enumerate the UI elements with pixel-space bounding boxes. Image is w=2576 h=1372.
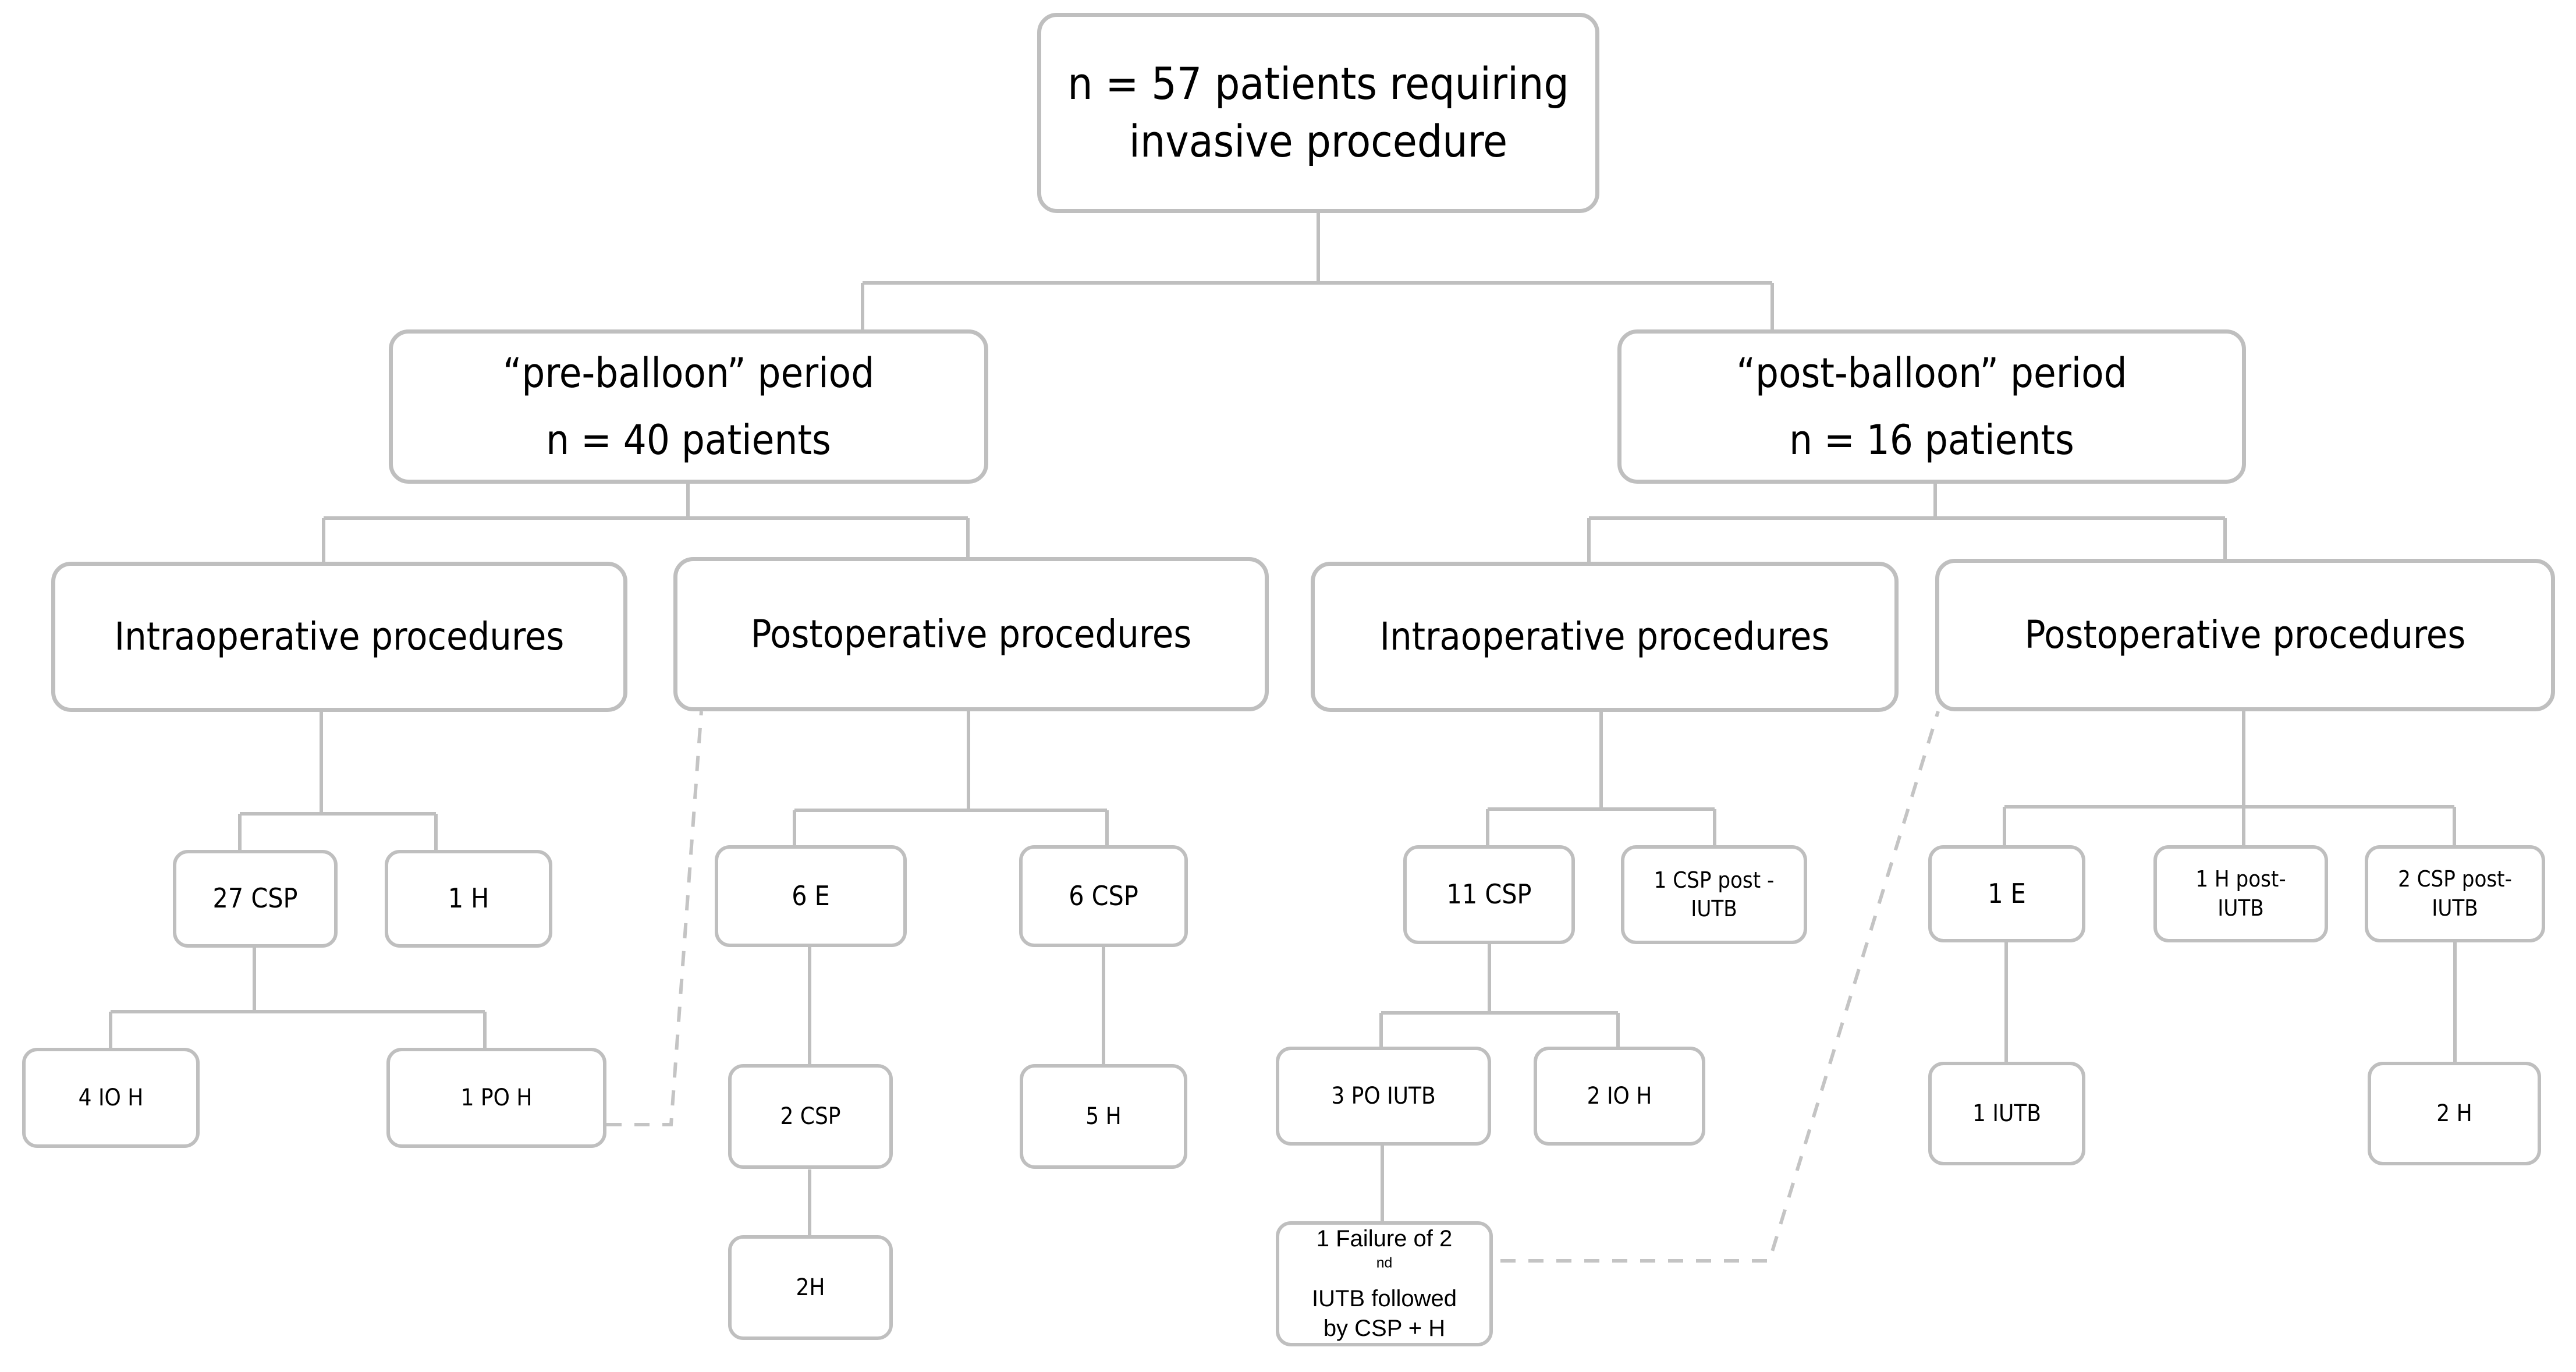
node-11-csp-label: 11 CSP — [1446, 878, 1532, 910]
node-post-balloon-count: n = 16 patients — [1789, 416, 2074, 464]
dashed-edge-failure-to-post-postoperative — [1500, 711, 1940, 1263]
node-11-csp[interactable]: 11 CSP — [1403, 845, 1575, 944]
node-27-csp[interactable]: 27 CSP — [173, 850, 338, 948]
node-2-csp-post-iutb[interactable]: 2 CSP post- IUTB — [2365, 845, 2545, 942]
node-pre-balloon-period[interactable]: “pre-balloon” period n = 40 patients — [389, 329, 988, 484]
node-2-csp-post-iutb-line2: IUTB — [2432, 895, 2478, 921]
edge-27csp-children — [109, 948, 487, 1048]
node-2-csp[interactable]: 2 CSP — [728, 1064, 893, 1169]
node-root-label: n = 57 patients requiring invasive proce… — [1067, 58, 1569, 167]
edge-root-to-periods — [861, 212, 1774, 332]
node-6-e[interactable]: 6 E — [715, 845, 907, 947]
node-1-iutb[interactable]: 1 IUTB — [1928, 1062, 2085, 1165]
node-post-intraoperative-label: Intraoperative procedures — [1379, 614, 1830, 660]
node-1-csp-post-iutb-line2: IUTB — [1691, 896, 1737, 921]
node-1-csp-post-iutb[interactable]: 1 CSP post - IUTB — [1621, 845, 1807, 944]
node-2-io-h[interactable]: 2 IO H — [1534, 1047, 1705, 1146]
node-2-h-bottom[interactable]: 2 H — [2368, 1062, 2541, 1165]
node-pre-balloon-count: n = 40 patients — [546, 416, 831, 464]
node-1-h-post-iutb-line2: IUTB — [2217, 895, 2264, 921]
node-1-h-post-iutb-line1: 1 H post- — [2195, 866, 2286, 892]
node-1-h[interactable]: 1 H — [385, 850, 552, 948]
node-6-csp[interactable]: 6 CSP — [1019, 845, 1188, 947]
node-post-postoperative-procedures[interactable]: Postoperative procedures — [1935, 559, 2555, 711]
node-2h-label: 2H — [796, 1274, 825, 1301]
node-1-csp-post-iutb-line1: 1 CSP post - — [1654, 867, 1775, 893]
node-1-failure-superscript: nd — [1376, 1255, 1393, 1271]
node-post-intraoperative-procedures[interactable]: Intraoperative procedures — [1311, 562, 1899, 712]
node-4-io-h-label: 4 IO H — [78, 1084, 144, 1111]
node-6-e-label: 6 E — [792, 880, 830, 912]
node-1-iutb-label: 1 IUTB — [1972, 1100, 2041, 1127]
node-root[interactable]: n = 57 patients requiring invasive proce… — [1037, 13, 1599, 213]
node-6-csp-label: 6 CSP — [1069, 880, 1138, 912]
node-2-csp-label: 2 CSP — [780, 1103, 841, 1130]
node-5-h-label: 5 H — [1085, 1103, 1122, 1130]
edge-pre-to-procedures — [322, 483, 970, 563]
node-4-io-h[interactable]: 4 IO H — [22, 1048, 200, 1148]
edge-11csp-children — [1379, 944, 1620, 1047]
dashed-edge-1poh-to-pre-postoperative — [606, 711, 703, 1126]
node-1-e[interactable]: 1 E — [1928, 845, 2085, 942]
node-1-e-label: 1 E — [1988, 877, 2026, 909]
node-1-failure-line3: by CSP + H — [1323, 1315, 1446, 1341]
node-1-po-h[interactable]: 1 PO H — [386, 1048, 606, 1148]
node-pre-intraoperative-procedures[interactable]: Intraoperative procedures — [51, 562, 627, 712]
node-2-h-bottom-label: 2 H — [2436, 1100, 2472, 1127]
node-post-balloon-title: “post-balloon” period — [1736, 349, 2127, 397]
edge-post-intraop-children — [1486, 710, 1716, 845]
edge-pre-postop-children — [793, 709, 1109, 846]
node-pre-balloon-title: “pre-balloon” period — [502, 349, 875, 397]
node-3-po-iutb[interactable]: 3 PO IUTB — [1276, 1047, 1491, 1146]
node-pre-postoperative-label: Postoperative procedures — [750, 611, 1192, 657]
node-1-failure-line2: IUTB followed — [1312, 1285, 1457, 1311]
node-pre-intraoperative-label: Intraoperative procedures — [114, 614, 565, 660]
edge-post-postop-children — [2003, 710, 2456, 845]
node-1-po-h-label: 1 PO H — [460, 1084, 533, 1111]
node-5-h[interactable]: 5 H — [1020, 1064, 1187, 1169]
edge-post-to-procedures — [1587, 483, 2227, 563]
node-27-csp-label: 27 CSP — [212, 882, 298, 914]
node-3-po-iutb-label: 3 PO IUTB — [1331, 1083, 1436, 1109]
node-pre-postoperative-procedures[interactable]: Postoperative procedures — [673, 557, 1269, 711]
node-1-h-post-iutb[interactable]: 1 H post- IUTB — [2153, 845, 2328, 942]
node-post-postoperative-label: Postoperative procedures — [2024, 612, 2466, 658]
node-post-balloon-period[interactable]: “post-balloon” period n = 16 patients — [1617, 329, 2246, 484]
node-2h[interactable]: 2H — [728, 1235, 893, 1340]
node-1-h-label: 1 H — [448, 882, 489, 914]
edge-pre-intraop-children — [238, 711, 438, 852]
node-2-csp-post-iutb-line1: 2 CSP post- — [2398, 866, 2512, 892]
node-2-io-h-label: 2 IO H — [1587, 1083, 1652, 1109]
